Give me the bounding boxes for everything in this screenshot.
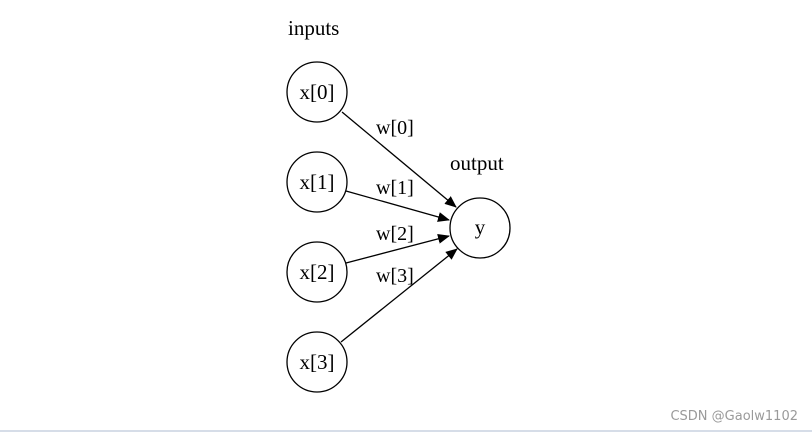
input-node-x3-label: x[3] xyxy=(300,350,335,374)
output-node-y: y xyxy=(449,197,511,259)
edge-x0-y xyxy=(341,111,457,208)
bottom-divider xyxy=(0,430,812,432)
input-node-x1-circle xyxy=(286,151,348,213)
edge-x1-y xyxy=(345,190,450,222)
input-node-x0-label: x[0] xyxy=(300,80,335,104)
input-node-x2-circle xyxy=(286,241,348,303)
input-node-x0: x[0] xyxy=(286,61,348,123)
edge-label-w0: w[0] xyxy=(376,117,414,139)
input-node-x3: x[3] xyxy=(286,331,348,393)
input-node-x2-label: x[2] xyxy=(300,260,335,284)
output-title: output xyxy=(450,151,504,175)
edge-x2-y xyxy=(345,233,450,264)
input-node-x2: x[2] xyxy=(286,241,348,303)
input-node-x1-label: x[1] xyxy=(300,170,335,194)
edge-label-w2: w[2] xyxy=(376,223,414,245)
edge-label-w3: w[3] xyxy=(376,265,414,287)
output-node-y-label: y xyxy=(475,215,486,239)
edge-label-w1: w[1] xyxy=(376,177,414,199)
input-node-x0-circle xyxy=(286,61,348,123)
csdn-watermark: CSDN @Gaolw1102 xyxy=(670,409,798,424)
output-node-y-circle xyxy=(449,197,511,259)
edge-x3-y xyxy=(340,248,458,343)
edges xyxy=(340,111,458,343)
inputs-title: inputs xyxy=(288,16,339,40)
input-node-x1: x[1] xyxy=(286,151,348,213)
input-node-x3-circle xyxy=(286,331,348,393)
